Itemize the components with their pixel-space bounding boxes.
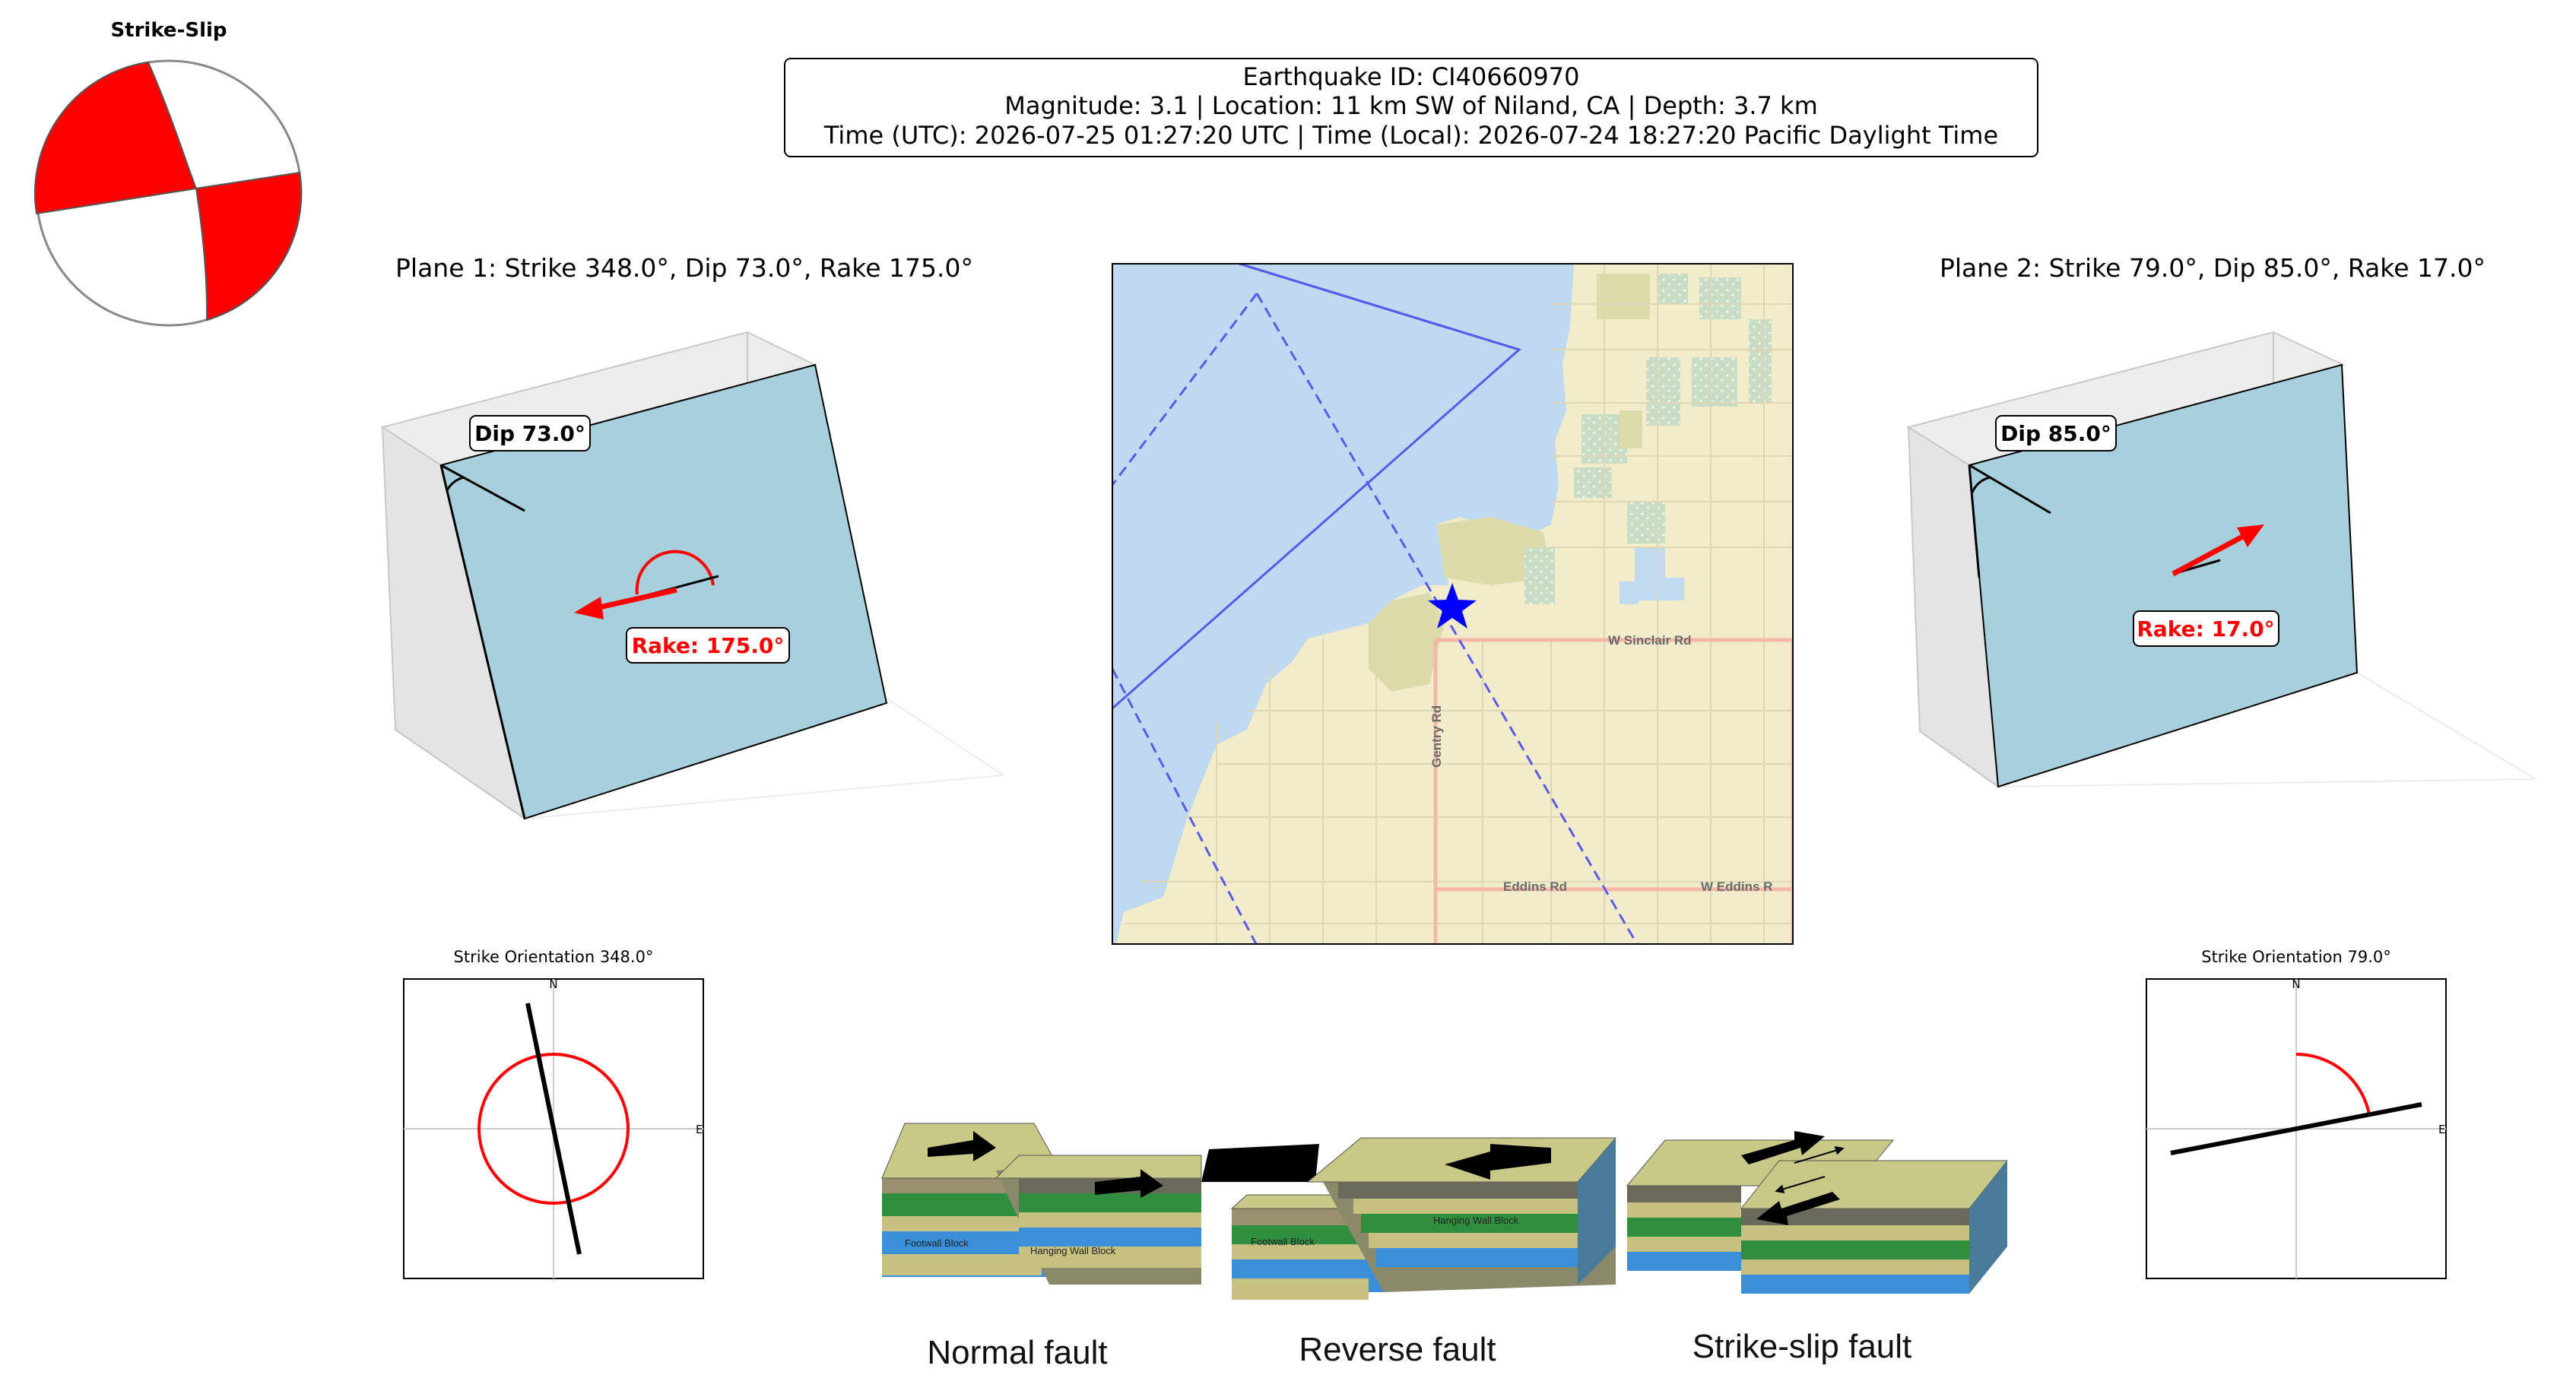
plane1-strike-line — [525, 1003, 582, 1255]
event-summary: Magnitude: 3.1 | Location: 11 km SW of N… — [1004, 91, 1818, 120]
map-road-label-2: Eddins Rd — [1503, 879, 1567, 894]
plane2-fault-surface — [1968, 363, 2359, 788]
plane1-strike-panel: Strike Orientation 348.0° N E — [403, 948, 704, 1279]
map-fault-dashed-1 — [1112, 293, 1258, 486]
beachball-quadrant-2 — [195, 171, 303, 322]
plane2-slip-arrow — [2237, 524, 2264, 547]
reverse-hanging-label: Hanging Wall Block — [1433, 1215, 1519, 1226]
normal-fault-block: Footwall Block Hanging Wall Block — [881, 1123, 1202, 1285]
epicenter-star-icon — [1428, 583, 1477, 629]
map-road-label-3: W Eddins R — [1701, 879, 1772, 894]
plane2-compass-east: E — [2438, 1123, 2445, 1136]
beachball-quadrant-1 — [33, 61, 198, 215]
plane1-3d-view: Plane 1: Strike 348.0°, Dip 73.0°, Rake … — [380, 253, 1004, 821]
event-id: Earthquake ID: CI40660970 — [1243, 62, 1580, 91]
reverse-footwall-label: Footwall Block — [1251, 1236, 1315, 1247]
plane2-strike-line — [2170, 1102, 2422, 1155]
plane1-title: Plane 1: Strike 348.0°, Dip 73.0°, Rake … — [395, 253, 973, 283]
reverse-fault-caption: Reverse fault — [1299, 1331, 1496, 1368]
plane2-compass-north: N — [2292, 977, 2300, 991]
plane1-strike-arc — [477, 1053, 630, 1205]
plane2-dip-label: Dip 85.0° — [2000, 421, 2111, 446]
plane1-compass-east: E — [696, 1123, 703, 1136]
plane2-rake-label: Rake: 17.0° — [2137, 616, 2274, 642]
beachball-label: Strike-Slip — [110, 19, 227, 42]
map-road-label-4: Gentry Rd — [1429, 705, 1444, 768]
map-fault-dashed-3 — [1112, 668, 1258, 944]
beachball: Strike-Slip — [33, 19, 303, 327]
map-road-label-1: W Sinclair Rd — [1608, 633, 1692, 648]
normal-hanging-label: Hanging Wall Block — [1030, 1245, 1116, 1256]
plane1-strike-title: Strike Orientation 348.0° — [454, 948, 654, 966]
map-frame — [1112, 263, 1794, 945]
plane1-slip-arrow — [574, 597, 604, 619]
reverse-fault-block: Footwall Block Hanging Wall Block — [1201, 1137, 1617, 1300]
plane2-strike-arc — [2295, 1053, 2371, 1115]
normal-fault-caption: Normal fault — [927, 1334, 1107, 1371]
map-road-grid — [1125, 264, 1793, 944]
map-fault-solid — [1112, 264, 1522, 710]
epicenter-map: W Sinclair Rd Eddins Rd W Eddins R Gentr… — [1112, 263, 1794, 945]
strike-slip-fault-block — [1626, 1131, 2009, 1294]
plane2-3d-view: Plane 2: Strike 79.0°, Dip 85.0°, Rake 1… — [1906, 253, 2536, 789]
event-header: Earthquake ID: CI40660970 Magnitude: 3.1… — [784, 58, 2038, 157]
plane1-rake-label: Rake: 175.0° — [632, 633, 785, 658]
plane1-dip-label: Dip 73.0° — [474, 421, 585, 446]
plane2-title: Plane 2: Strike 79.0°, Dip 85.0°, Rake 1… — [1940, 253, 2486, 283]
normal-footwall-label: Footwall Block — [905, 1237, 969, 1249]
strike-slip-fault-caption: Strike-slip fault — [1692, 1328, 1912, 1365]
plane2-strike-panel: Strike Orientation 79.0° N E — [2146, 948, 2447, 1279]
event-time: Time (UTC): 2026-07-25 01:27:20 UTC | Ti… — [823, 121, 1998, 150]
plane2-strike-title: Strike Orientation 79.0° — [2201, 948, 2391, 966]
plane1-compass-north: N — [549, 977, 557, 991]
fault-types-illustration: Footwall Block Hanging Wall Block Footwa… — [881, 1123, 2009, 1371]
